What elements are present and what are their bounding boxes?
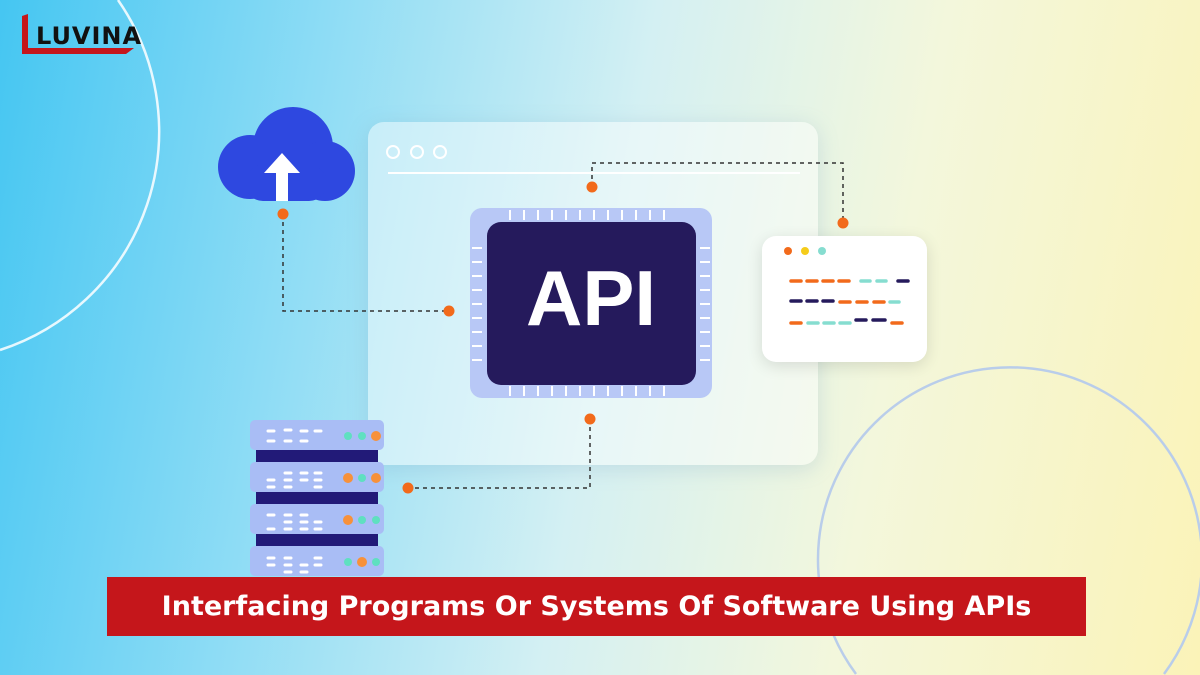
- luvina-logo: LUVINA: [22, 14, 141, 56]
- server-stack-icon: [250, 420, 384, 576]
- logo-text: LUVINA: [36, 22, 143, 50]
- title-banner: Interfacing Programs Or Systems Of Softw…: [107, 577, 1086, 636]
- code-window-card: [762, 236, 927, 362]
- api-label: API: [525, 254, 657, 342]
- cloud-upload-icon: [218, 107, 355, 201]
- logo-mark: [22, 14, 134, 54]
- api-chip: API: [470, 208, 712, 398]
- chip-icon: [470, 208, 712, 398]
- banner-title: Interfacing Programs Or Systems Of Softw…: [161, 591, 1032, 622]
- window-controls: [386, 145, 800, 174]
- code-lines-icon: [784, 247, 910, 325]
